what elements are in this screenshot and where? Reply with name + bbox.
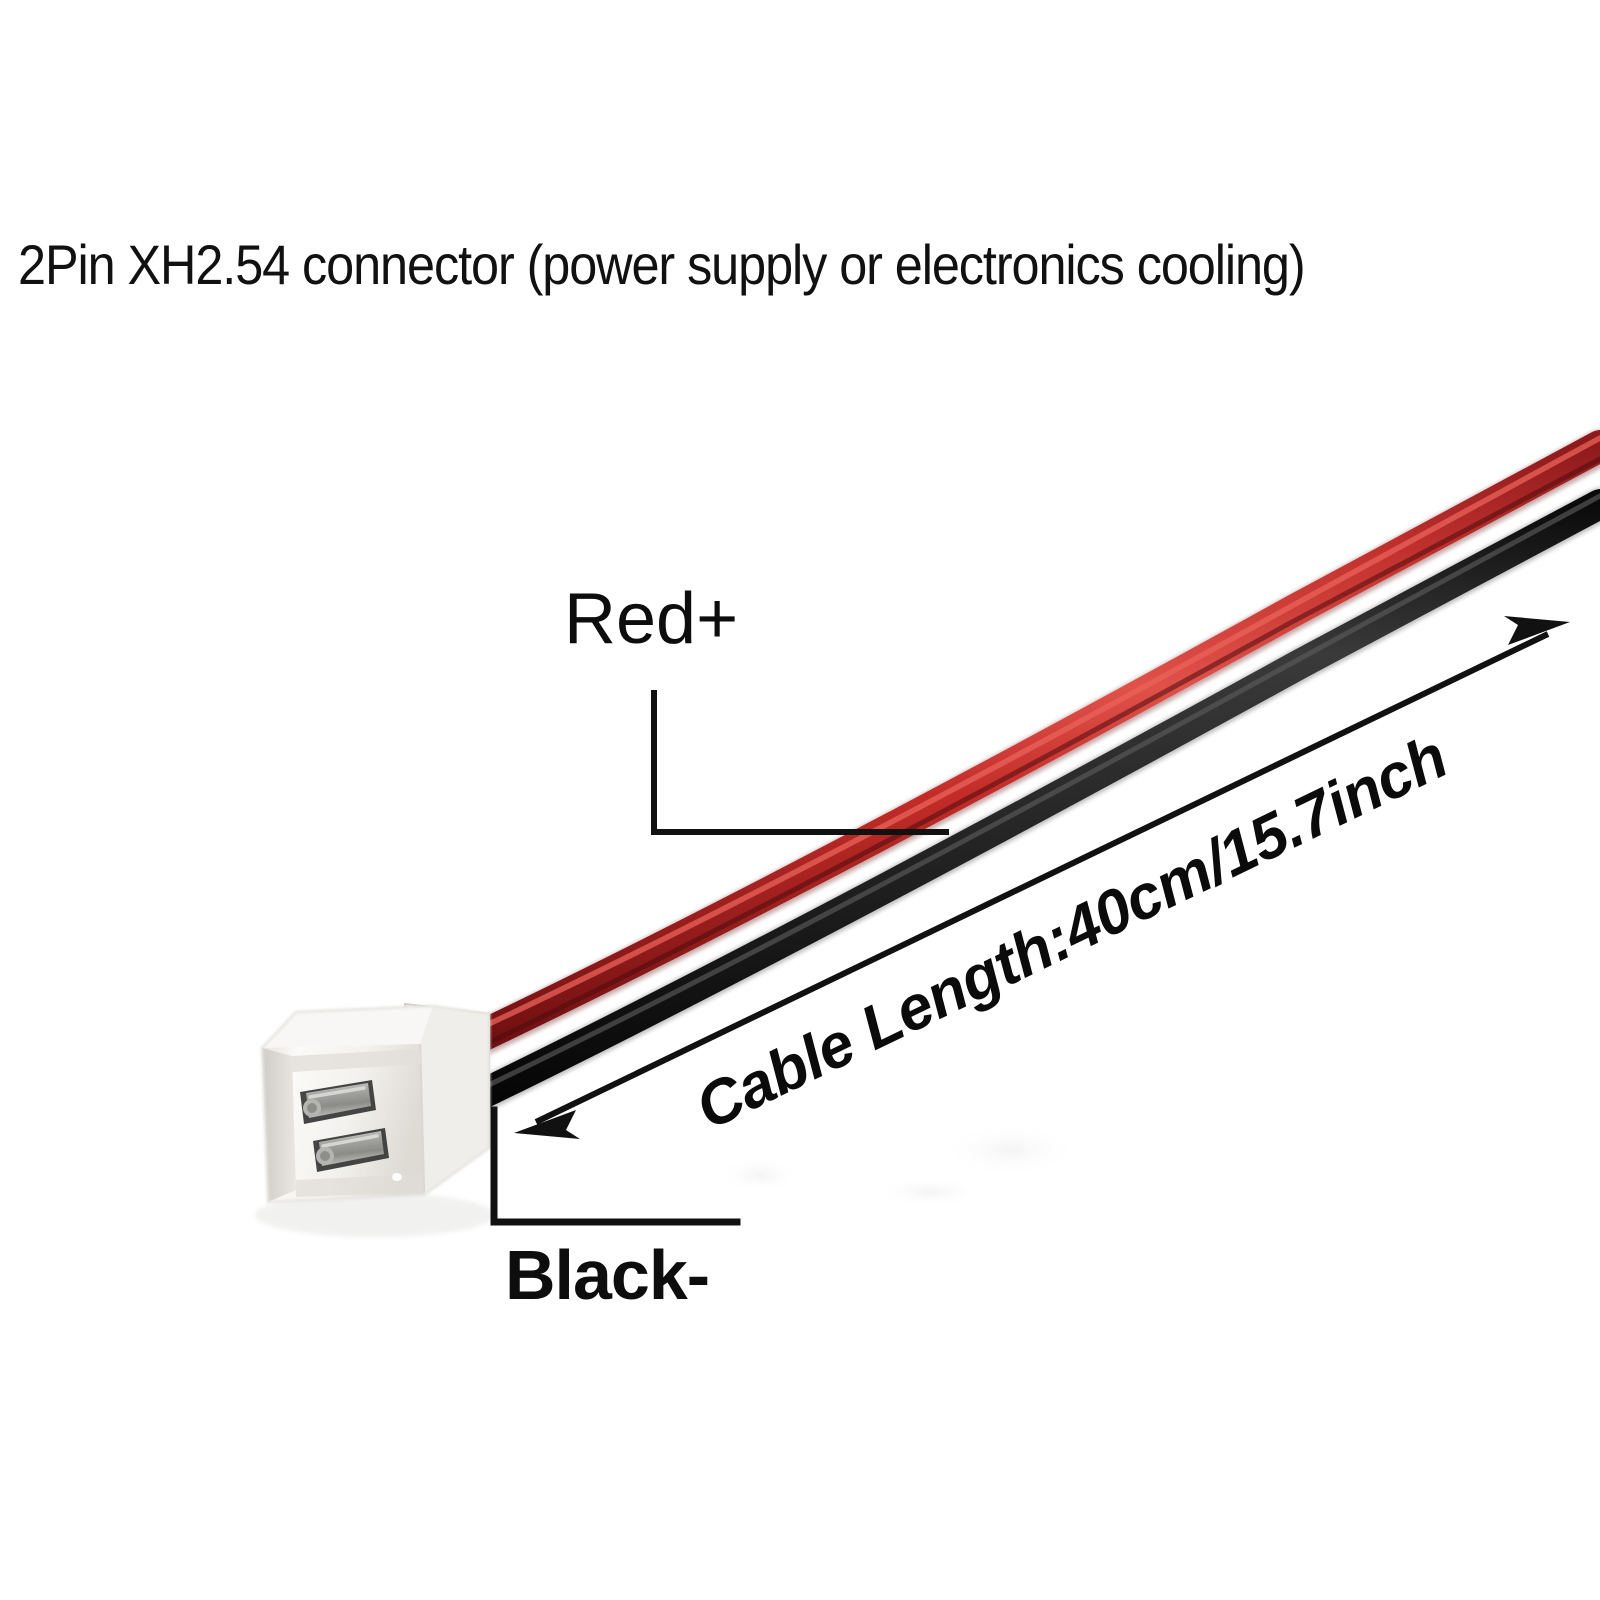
contact-slot-2 — [313, 1128, 389, 1172]
black-leader-line — [490, 1106, 741, 1226]
metal-contact-1 — [306, 1083, 371, 1118]
connector-housing — [255, 1002, 495, 1237]
housing-front-face — [262, 1044, 424, 1202]
housing-right-body — [420, 1006, 489, 1195]
cable-length-dimension-arrow — [514, 616, 1570, 1139]
page-title: 2Pin XH2.54 connector (power supply or e… — [18, 233, 1306, 296]
black-wire-label: Black- — [505, 1236, 710, 1314]
dimension-arrowhead-left — [514, 1110, 580, 1139]
housing-left-face — [262, 1048, 296, 1202]
black-wire — [445, 488, 1600, 1122]
metal-contact-2 — [319, 1131, 384, 1166]
housing-top-bevel — [262, 1006, 433, 1048]
dimension-arrowhead-right — [1504, 616, 1570, 645]
contact-slot-1 — [300, 1080, 376, 1124]
red-leader-line — [651, 690, 949, 835]
red-wire-label: Red+ — [564, 579, 739, 659]
background-smudges — [718, 1122, 1080, 1208]
